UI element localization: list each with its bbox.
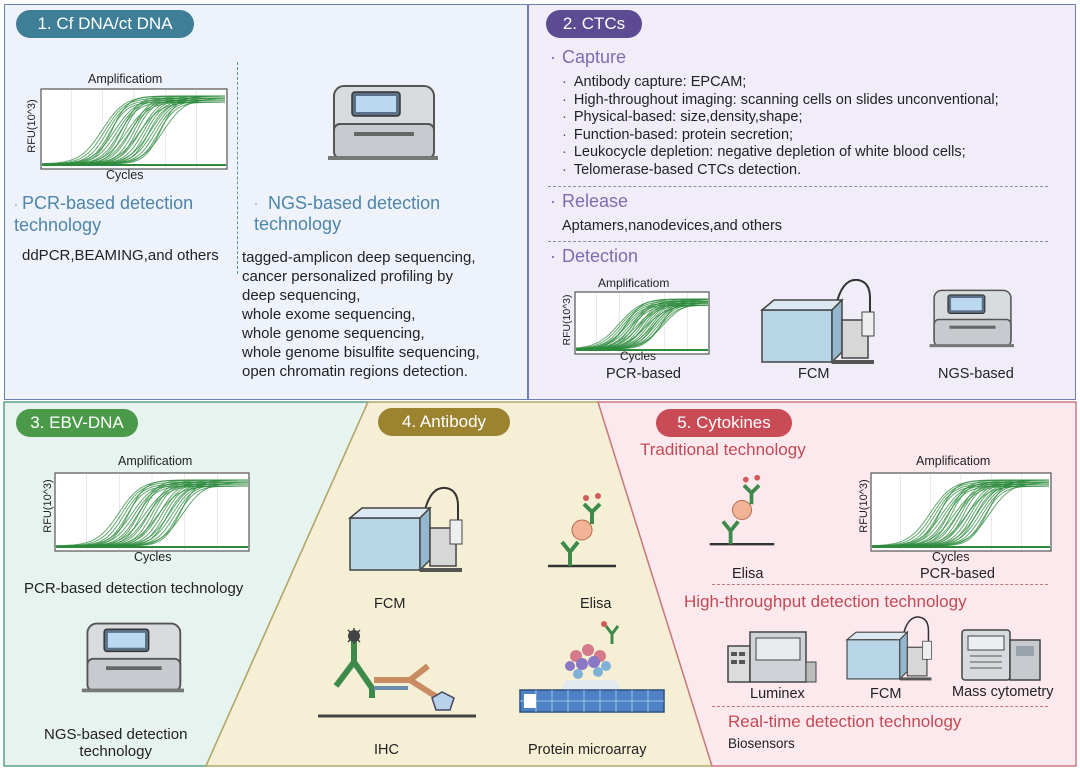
badge-antibody: 4. Antibody: [378, 408, 510, 436]
ctc-pcr-label: PCR-based: [606, 366, 681, 382]
elisa-antibody-icon: [548, 493, 616, 568]
protein-microarray-icon: [519, 621, 665, 713]
badge-cytokines: 5. Cytokines: [656, 409, 792, 437]
detection-heading-text: Detection: [562, 246, 639, 266]
amplification-chart-icon: Amplificatiom RFU(10^3) Cycles: [558, 276, 718, 368]
chart-ylabel: RFU(10^3): [858, 479, 870, 533]
pcr-body: ddPCR,BEAMING,and others: [22, 247, 219, 264]
amplification-curve: [872, 481, 1050, 547]
capture-list: Antibody capture: EPCAM; High-throughout…: [562, 74, 999, 180]
ebv-ngs-label-line2: technology: [79, 743, 152, 760]
amplification-chart-icon: Amplificatiom RFU(10^3) Cycles: [40, 454, 254, 566]
cytokine-pcr-label: PCR-based: [920, 566, 995, 582]
release-heading: ·Release: [550, 191, 629, 211]
capture-item: Antibody capture: EPCAM;: [562, 74, 999, 92]
release-body: Aptamers,nanodevices,and others: [562, 218, 783, 234]
antibody-fcm-label: FCM: [374, 596, 406, 612]
cytokine-fcm-label: FCM: [870, 686, 902, 702]
antibody-ihc-label: IHC: [374, 742, 399, 758]
mass-cytometry-label: Mass cytometry: [952, 684, 1054, 700]
chart-title: Amplificatiom: [88, 72, 163, 86]
chart-xlabel: Cycles: [134, 550, 172, 564]
elisa-antibody-icon: [709, 474, 775, 546]
realtime-heading: Real-time detection technology: [728, 712, 962, 731]
capture-item: Leukocycle depletion: negative depletion…: [562, 144, 999, 162]
divider-traditional-high: [712, 584, 1048, 585]
ngs-line: cancer personalized profiling by: [242, 268, 453, 285]
flow-cytometer-icon: [759, 278, 875, 364]
high-throughput-heading: High-throughput detection technology: [684, 592, 967, 611]
traditional-heading: Traditional technology: [640, 440, 806, 459]
amplification-curve: [576, 301, 709, 350]
chart-xlabel: Cycles: [932, 550, 970, 564]
chart-title: Amplificatiom: [916, 454, 991, 468]
ctc-fcm-label: FCM: [798, 366, 830, 382]
ebv-ngs-label-line1: NGS-based detection: [44, 726, 188, 743]
divider-capture-release: [548, 186, 1048, 187]
capture-heading-text: Capture: [562, 47, 627, 67]
realtime-body: Biosensors: [728, 736, 795, 751]
ngs-heading-text: NGS-based detection technology: [254, 193, 441, 234]
pcr-heading-text: PCR-based detection technology: [14, 193, 194, 235]
amplification-curve: [42, 97, 225, 165]
sequencer-icon: [328, 85, 438, 160]
amplification-curves: [574, 291, 710, 355]
ngs-line: tagged-amplicon deep sequencing,: [242, 249, 476, 266]
release-heading-text: Release: [562, 191, 629, 211]
ctc-ngs-label: NGS-based: [938, 366, 1014, 382]
mass-cytometer-icon: [961, 629, 1041, 681]
badge-cfdna: 1. Cf DNA/ct DNA: [16, 10, 194, 38]
antibody-microarray-label: Protein microarray: [528, 742, 647, 758]
amplification-curves: [870, 472, 1052, 552]
flow-cytometer-icon: [347, 486, 463, 572]
ngs-line: whole exome sequencing,: [242, 306, 416, 323]
sequencer-icon: [929, 289, 1014, 348]
ebv-ngs-label: NGS-based detection technology: [44, 726, 187, 760]
pcr-heading: ·PCR-based detection technology: [14, 193, 194, 235]
panel1-divider: [237, 62, 238, 274]
chart-title: Amplificatiom: [118, 454, 193, 468]
capture-item: Physical-based: size,density,shape;: [562, 109, 999, 127]
chart-ylabel: RFU(10^3): [561, 294, 573, 346]
panel-cfdna: [4, 4, 528, 400]
amplification-curves: [40, 88, 228, 170]
ngs-line: deep sequencing,: [242, 287, 361, 304]
ngs-list: tagged-amplicon deep sequencing, cancer …: [242, 248, 480, 381]
ngs-line: whole genome bisulfite sequencing,: [242, 344, 480, 361]
capture-item: High-throughout imaging: scanning cells …: [562, 92, 999, 110]
amplification-curve: [56, 481, 248, 547]
chart-xlabel: Cycles: [106, 168, 144, 182]
amplification-curves: [54, 472, 250, 552]
divider-release-detection: [548, 241, 1048, 242]
badge-ctcs: 2. CTCs: [546, 10, 642, 38]
ebv-pcr-label: PCR-based detection technology: [24, 580, 244, 597]
ihc-antibody-icon: [318, 628, 476, 718]
ngs-line: open chromatin regions detection.: [242, 363, 468, 380]
antibody-elisa-label: Elisa: [580, 596, 612, 612]
chart-xlabel: Cycles: [620, 349, 657, 363]
amplification-chart-icon: Amplificatiom RFU(10^3) Cycles: [22, 72, 228, 184]
divider-high-realtime: [712, 706, 1048, 707]
detection-heading: ·Detection: [550, 246, 639, 266]
chart-ylabel: RFU(10^3): [42, 479, 54, 533]
cytokine-elisa-label: Elisa: [732, 566, 764, 582]
chart-ylabel: RFU(10^3): [26, 99, 38, 153]
flow-cytometer-icon: [845, 616, 932, 681]
amplification-chart-icon: Amplificatiom RFU(10^3) Cycles: [856, 454, 1056, 566]
capture-item: Function-based: protein secretion;: [562, 127, 999, 145]
capture-heading: ·Capture: [550, 47, 627, 67]
luminex-icon: [727, 631, 817, 683]
badge-ebv-dna: 3. EBV-DNA: [16, 409, 138, 437]
ngs-heading: ·NGS-based detection technology: [254, 193, 441, 234]
sequencer-icon: [81, 622, 184, 693]
capture-item: Telomerase-based CTCs detection.: [562, 162, 999, 180]
chart-title: Amplificatiom: [598, 276, 670, 290]
luminex-label: Luminex: [750, 686, 805, 702]
ngs-line: whole genome sequencing,: [242, 325, 425, 342]
